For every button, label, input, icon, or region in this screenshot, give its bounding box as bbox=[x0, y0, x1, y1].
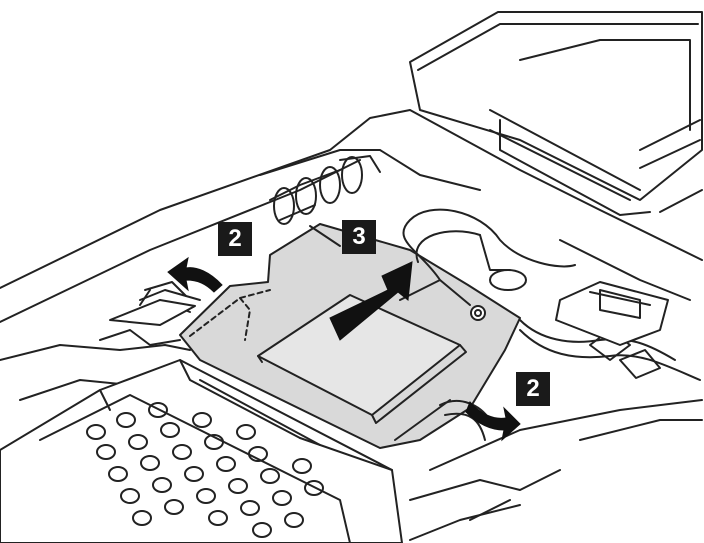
step-2-left-callout: 2 bbox=[218, 222, 252, 256]
step-3-callout: 3 bbox=[342, 220, 376, 254]
arrow-lift-card-icon bbox=[329, 261, 413, 341]
antenna-cables bbox=[399, 208, 701, 441]
mini-pci-card bbox=[179, 223, 521, 449]
left-latch-bracket bbox=[109, 281, 196, 326]
arrow-left-outward-icon bbox=[167, 256, 223, 293]
direction-arrows bbox=[167, 256, 521, 442]
vent-holes bbox=[86, 402, 324, 538]
laptop-hinge-assembly bbox=[409, 11, 703, 216]
fan-rollers bbox=[273, 155, 381, 225]
arrow-right-outward-icon bbox=[465, 401, 521, 442]
right-connector-block bbox=[489, 269, 669, 346]
step-2-right-callout: 2 bbox=[516, 372, 550, 406]
chassis-base bbox=[0, 109, 703, 541]
hard-drive-bay bbox=[0, 359, 403, 543]
